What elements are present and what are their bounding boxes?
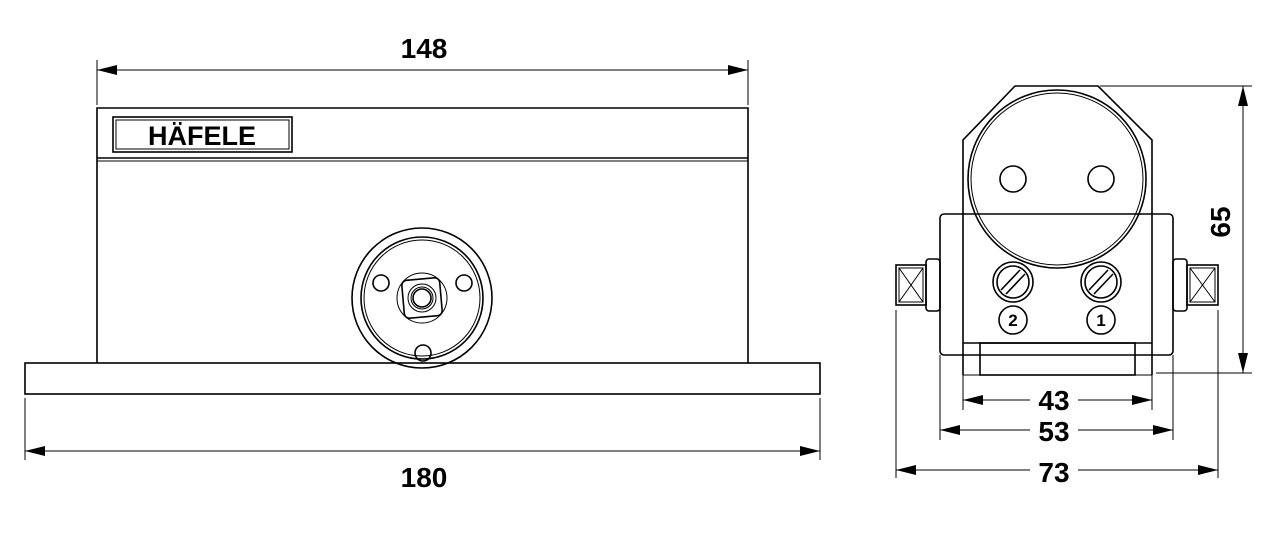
hafele-logo: HÄFELE	[112, 116, 293, 153]
side-view: 2 1 65	[895, 85, 1252, 488]
adjusting-screw-2: 2	[992, 261, 1034, 335]
spindle-nut-right	[1172, 258, 1219, 312]
dimension-label: 73	[1038, 457, 1069, 488]
dimension-43: 43	[963, 385, 1152, 416]
spindle-disc	[351, 227, 493, 369]
screw-hole	[455, 274, 473, 292]
dimension-label: 53	[1038, 416, 1069, 447]
dimension-73: 73	[896, 456, 1218, 488]
dimension-180: 180	[24, 398, 821, 493]
cover-box	[939, 213, 1174, 356]
dimension-label: 180	[401, 462, 448, 493]
screw-hole	[414, 344, 432, 362]
spindle-nut-left	[895, 258, 941, 312]
body-outline	[96, 107, 749, 363]
adjuster-label: 1	[1096, 311, 1105, 330]
housing-outline	[962, 85, 1153, 375]
dimension-53: 53	[940, 416, 1173, 447]
logo-text: HÄFELE	[148, 121, 256, 151]
dimension-65: 65	[1100, 85, 1252, 374]
front-view: HÄFELE 148 180	[24, 33, 821, 493]
adjuster-label: 2	[1008, 311, 1017, 330]
dimension-label: 65	[1205, 206, 1236, 237]
dimension-label: 148	[401, 33, 448, 64]
screw-hole	[372, 274, 390, 292]
dimension-148: 148	[96, 33, 749, 105]
adjusting-screw-1: 1	[1080, 261, 1122, 335]
dimension-label: 43	[1038, 385, 1069, 416]
base-plate	[24, 362, 821, 395]
